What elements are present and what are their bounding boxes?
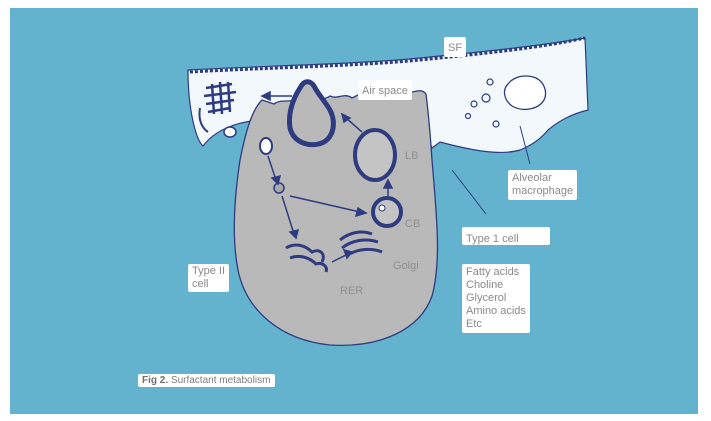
type2-cell-label-line2: cell (192, 278, 225, 291)
lamellar-body (355, 130, 395, 180)
cb-label: CB (405, 218, 420, 231)
nutrient-item: Etc (466, 318, 526, 331)
caption-prefix: Fig 2. (142, 375, 168, 386)
nutrient-item: Glycerol (466, 292, 526, 305)
type2-cell-label-box: Type II cell (188, 264, 229, 292)
golgi-label: Golgi (393, 260, 419, 273)
macrophage-label-line2: macrophage (512, 185, 573, 198)
rer-label: RER (340, 285, 363, 298)
sf-label: SF (448, 42, 462, 54)
vesicle-upper (260, 138, 272, 154)
type1-cell-label: Type 1 cell (466, 233, 519, 245)
air-space-label: Air space (362, 85, 408, 97)
nutrient-item: Choline (466, 279, 526, 292)
type1-cell-leader (452, 170, 486, 214)
nutrient-item: Amino acids (466, 305, 526, 318)
vesicle-middle (274, 183, 284, 193)
type1-cell-label-box: Type 1 cell (462, 227, 550, 245)
caption-text: Surfactant metabolism (171, 375, 271, 386)
air-space-label-box: Air space (358, 80, 412, 100)
nutrient-item: Fatty acids (466, 266, 526, 279)
composite-body (373, 198, 401, 226)
sf-label-box: SF (444, 37, 466, 57)
figure-caption: Fig 2. Surfactant metabolism (138, 374, 275, 387)
composite-body-inner (379, 205, 385, 211)
alveolar-macrophage-label-box: Alveolar macrophage (508, 170, 577, 200)
alveolar-macrophage (505, 76, 546, 109)
uptake-vesicle (224, 127, 236, 137)
macrophage-label-line1: Alveolar (512, 172, 573, 185)
lb-label: LB (405, 150, 418, 163)
nutrients-list-box: Fatty acids Choline Glycerol Amino acids… (462, 264, 530, 333)
type2-cell-label-line1: Type II (192, 265, 225, 278)
